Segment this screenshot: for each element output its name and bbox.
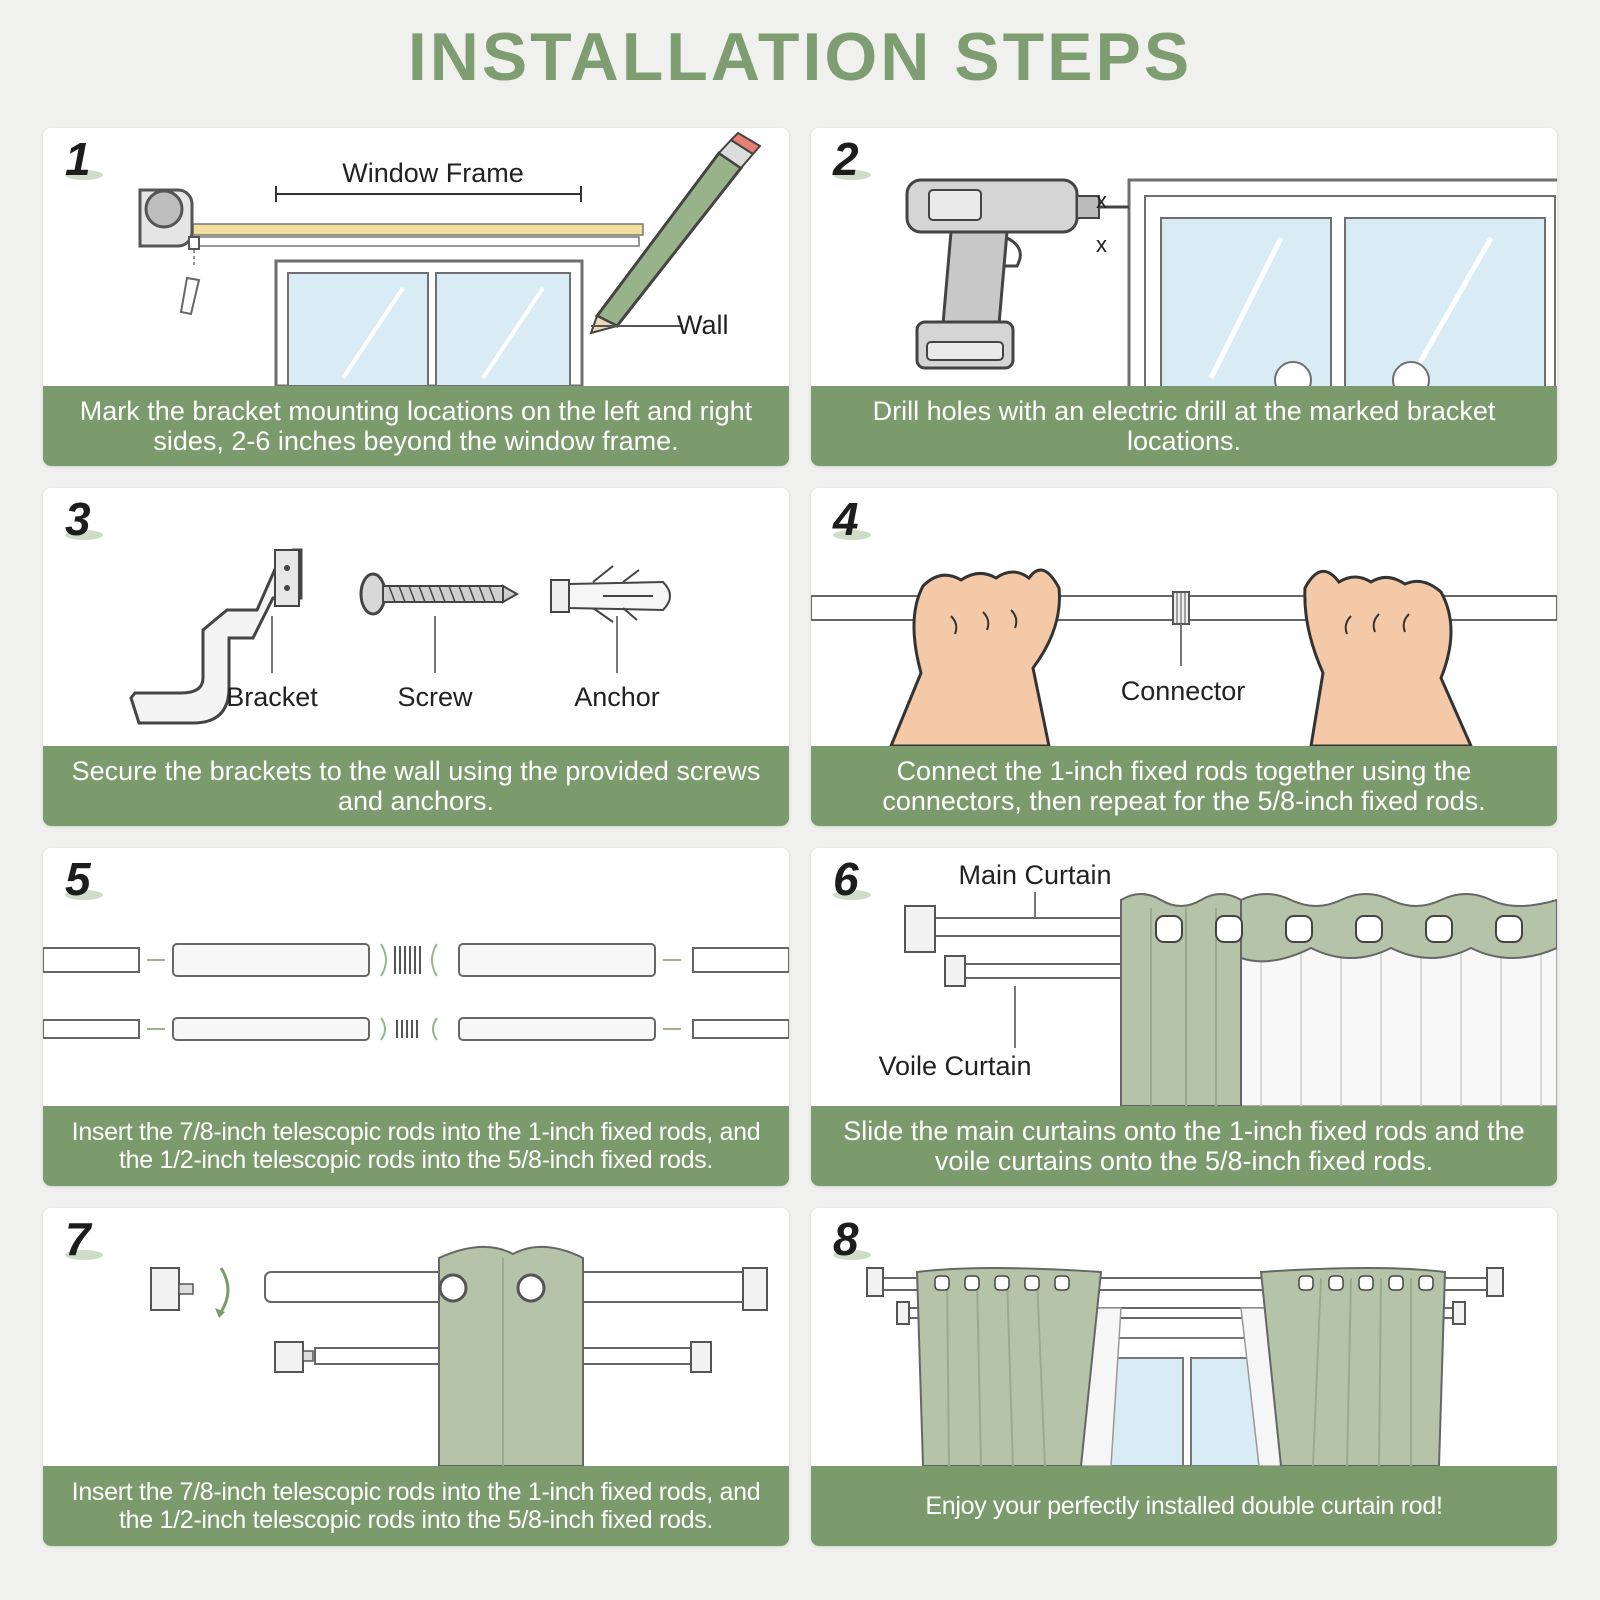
screw-label: Screw bbox=[397, 682, 473, 712]
pencil-icon bbox=[589, 131, 762, 335]
rotate-arrow-icon bbox=[215, 1267, 230, 1318]
step-number: 8 bbox=[833, 1213, 859, 1265]
step-2-card: 2 x x Drill holes with an electric drill… bbox=[811, 128, 1557, 466]
upper-rod-icon bbox=[904, 905, 1122, 953]
step-6-card: 6 Main Curtain bbox=[811, 848, 1557, 1186]
step-7-card: 7 Insert the 7/8-inch telescopic rods in… bbox=[43, 1208, 789, 1546]
mark-x-upper: x bbox=[1096, 188, 1107, 213]
curtain-panel-icon bbox=[438, 1245, 584, 1466]
window-frame-label: Window Frame bbox=[342, 158, 524, 188]
step-number: 1 bbox=[65, 133, 91, 185]
drill-icon bbox=[905, 178, 1129, 370]
main-curtains-icon bbox=[915, 1267, 1447, 1466]
voile-curtain-icon bbox=[1230, 947, 1557, 1106]
left-hand-icon bbox=[889, 568, 1061, 746]
step-4-card: 4 Connector Connect the 1-inch fixed rod… bbox=[811, 488, 1557, 826]
window-icon bbox=[1127, 178, 1557, 386]
main-curtain-label: Main Curtain bbox=[958, 860, 1111, 890]
page-title: INSTALLATION STEPS bbox=[407, 19, 1193, 95]
bracket-label: Bracket bbox=[226, 682, 318, 712]
step-6-caption: Slide the main curtains onto the 1-inch … bbox=[811, 1106, 1557, 1186]
step-5-card: 5 bbox=[43, 848, 789, 1186]
step-3-caption: Secure the brackets to the wall using th… bbox=[43, 746, 789, 826]
step-1-card: 1 Window Frame bbox=[43, 128, 789, 466]
step-3-card: 3 Bracket Screw Anchor Secure the bracke… bbox=[43, 488, 789, 826]
step-1-illustration: Window Frame Wall bbox=[138, 131, 762, 386]
step-number: 5 bbox=[65, 853, 91, 905]
step-number: 4 bbox=[833, 493, 859, 545]
step-5-caption: Insert the 7/8-inch telescopic rods into… bbox=[43, 1106, 789, 1186]
step-4-illustration: Connector bbox=[811, 568, 1557, 746]
lower-rod-assembly bbox=[43, 1017, 789, 1041]
small-pencil-icon bbox=[179, 250, 201, 316]
step-number: 2 bbox=[833, 133, 859, 185]
step-number: 3 bbox=[65, 493, 91, 545]
step-3-illustration: Bracket Screw Anchor bbox=[129, 548, 671, 725]
anchor-label: Anchor bbox=[574, 682, 660, 712]
step-8-caption: Enjoy your perfectly installed double cu… bbox=[811, 1466, 1557, 1546]
voile-curtain-label: Voile Curtain bbox=[878, 1051, 1031, 1081]
step-6-illustration: Main Curtain Voile Curtain bbox=[878, 860, 1557, 1106]
screw-icon bbox=[359, 572, 520, 616]
step-8-illustration bbox=[866, 1267, 1504, 1466]
step-5-illustration bbox=[43, 943, 789, 1041]
step-8-card: 8 bbox=[811, 1208, 1557, 1546]
right-hand-icon bbox=[1303, 570, 1473, 746]
upper-rod-assembly bbox=[43, 943, 789, 977]
step-1-caption: Mark the bracket mounting locations on t… bbox=[43, 386, 789, 466]
step-2-illustration: x x bbox=[905, 178, 1557, 386]
bracket-icon bbox=[129, 548, 303, 725]
step-number: 7 bbox=[65, 1213, 91, 1265]
step-4-caption: Connect the 1-inch fixed rods together u… bbox=[811, 746, 1557, 826]
step-2-caption: Drill holes with an electric drill at th… bbox=[811, 386, 1557, 466]
wall-label: Wall bbox=[677, 310, 729, 340]
window-icon bbox=[274, 259, 584, 386]
end-cap-icon bbox=[150, 1267, 194, 1311]
main-curtain-icon bbox=[1120, 893, 1557, 1106]
anchor-icon bbox=[550, 565, 671, 623]
step-7-illustration bbox=[150, 1245, 768, 1466]
window-frame-dimension bbox=[275, 186, 582, 202]
tape-measure-icon bbox=[138, 188, 644, 250]
lower-rod-icon bbox=[944, 955, 1122, 987]
mark-x-lower: x bbox=[1096, 232, 1107, 257]
connector-label: Connector bbox=[1121, 676, 1246, 706]
step-7-caption: Insert the 7/8-inch telescopic rods into… bbox=[43, 1466, 789, 1546]
step-number: 6 bbox=[833, 853, 859, 905]
